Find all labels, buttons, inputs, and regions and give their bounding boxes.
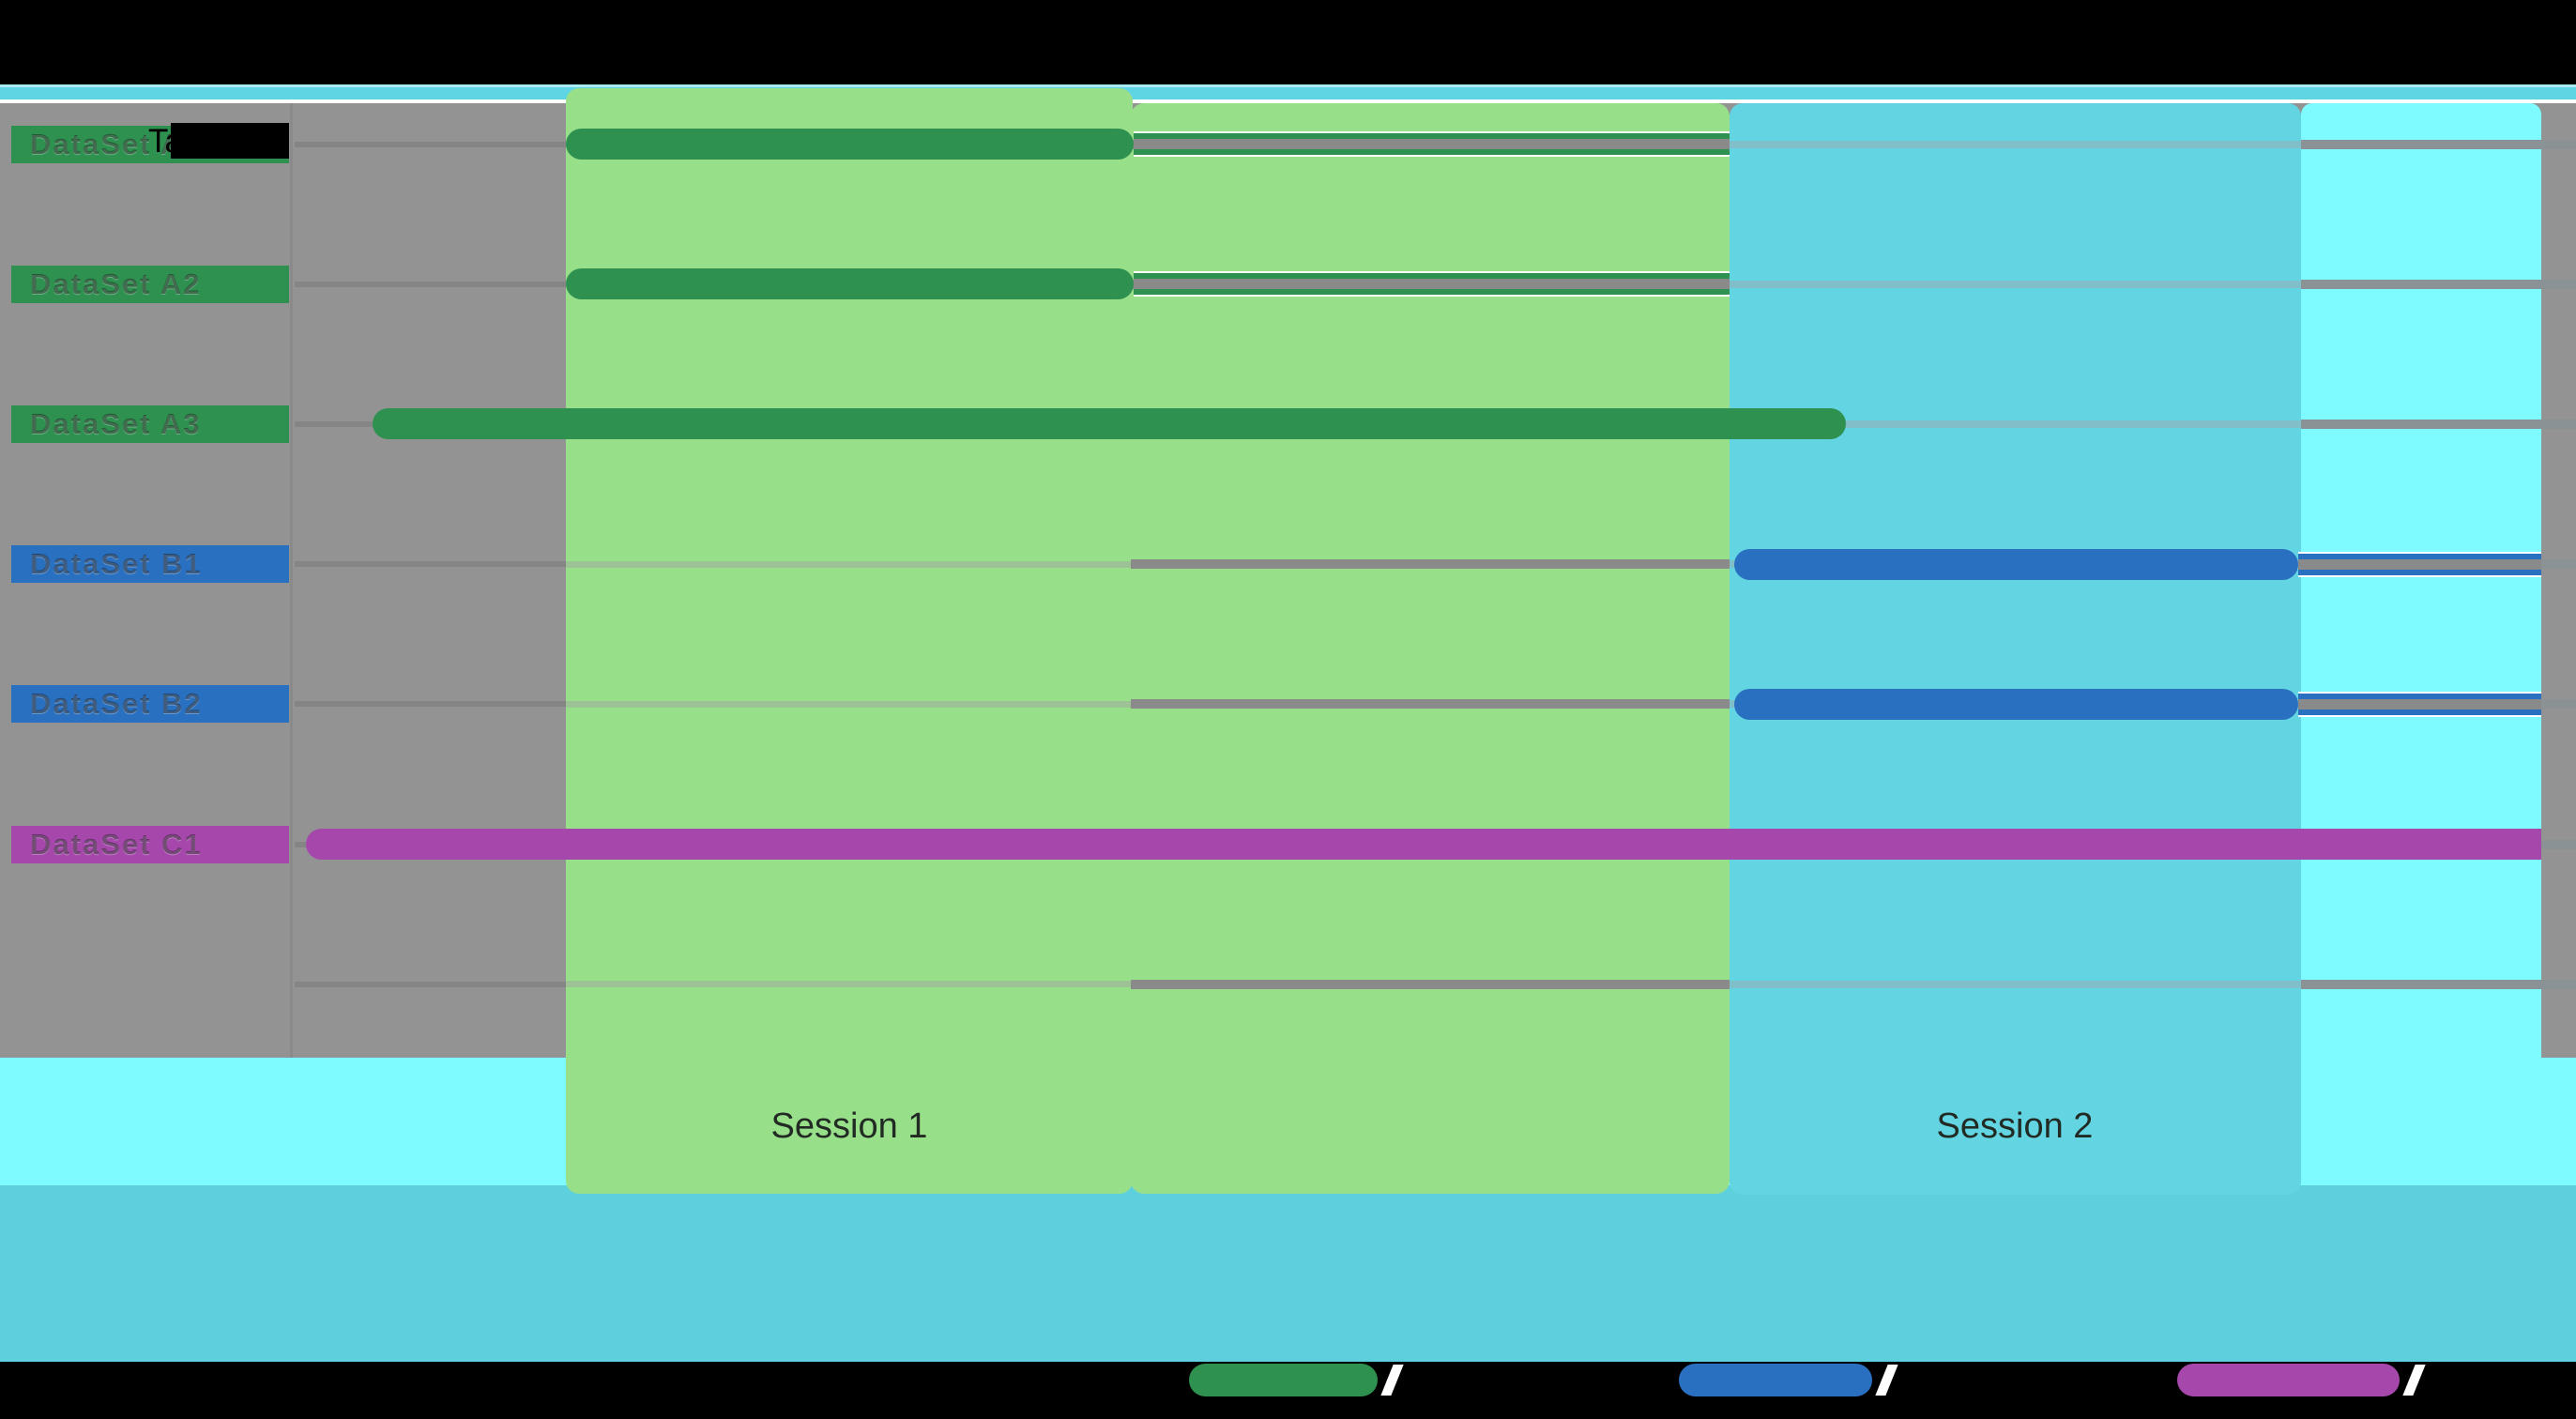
row-label-text: DataSet A3: [30, 406, 202, 440]
gridline-post-session: [2301, 140, 2576, 149]
gridline-session1-b: [1131, 699, 1730, 709]
gantt-bar-dataset-a3: [373, 408, 1846, 440]
row-label-dataset-a2: DataSet A2: [11, 265, 289, 303]
row-label-dataset-a3: DataSet A3: [11, 404, 289, 443]
gridline-pre-session-grey: [295, 142, 566, 147]
top-white-hairline: [0, 99, 2576, 103]
gridline-post-session: [2301, 280, 2576, 289]
gridline-session1-a: [566, 561, 1131, 568]
gridline-session2: [1730, 141, 2301, 148]
bar-extension-gridline: [2298, 698, 2541, 710]
row-label-dataset-b1: DataSet B1: [11, 545, 289, 584]
gridline-session1-b: [1131, 980, 1730, 989]
gridline-post-session: [2301, 980, 2576, 989]
gridline-pre-session-grey: [295, 982, 566, 987]
post-session-band: [2301, 103, 2541, 1185]
gantt-bar-dataset-a2: [566, 268, 1134, 300]
gridline-session2: [1730, 420, 2301, 428]
label-column-divider: [290, 103, 293, 1058]
gridline-session1-b: [1131, 559, 1730, 569]
bar-extension-gridline: [1134, 279, 1730, 290]
bar-extension-gridline: [1134, 139, 1730, 149]
gridline-session2: [1730, 981, 2301, 988]
gantt-bar-dataset-a1: [566, 129, 1134, 160]
session-1-label: Session 1: [770, 1106, 928, 1146]
row-label-text: DataSet C1: [30, 827, 203, 861]
gridline-post-session: [2301, 420, 2576, 429]
session1-band-b: [1131, 103, 1730, 1194]
session2-band: [1730, 103, 2301, 1195]
row-label-dataset-c1: DataSet C1: [11, 825, 289, 863]
row-label-text: DataSet A2: [30, 267, 202, 300]
bottom-teal-band: [0, 1185, 2576, 1362]
session1-band-a: [566, 88, 1133, 1194]
gridline-pre-session-grey: [295, 701, 566, 707]
top-letterbox-bar: [0, 0, 2576, 84]
gridline-pre-session-grey: [295, 282, 566, 287]
row-label-dataset-b2: DataSet B2: [11, 685, 289, 724]
task-header-black-cover: [171, 123, 289, 159]
gridline-session2: [1730, 281, 2301, 288]
gantt-bar-dataset-b1: [1734, 548, 2298, 580]
row-label-text: DataSet B2: [30, 687, 203, 721]
gantt-bar-dataset-c1: [306, 829, 2541, 860]
gantt-bar-dataset-b2: [1734, 688, 2298, 720]
row-label-text: DataSet B1: [30, 547, 203, 581]
gridline-session1-a: [566, 701, 1131, 708]
bar-extension-gridline: [2298, 558, 2541, 570]
session-2-label: Session 2: [1936, 1106, 2094, 1146]
gridline-session1-a: [566, 981, 1131, 987]
gridline-pre-session-grey: [295, 561, 566, 567]
